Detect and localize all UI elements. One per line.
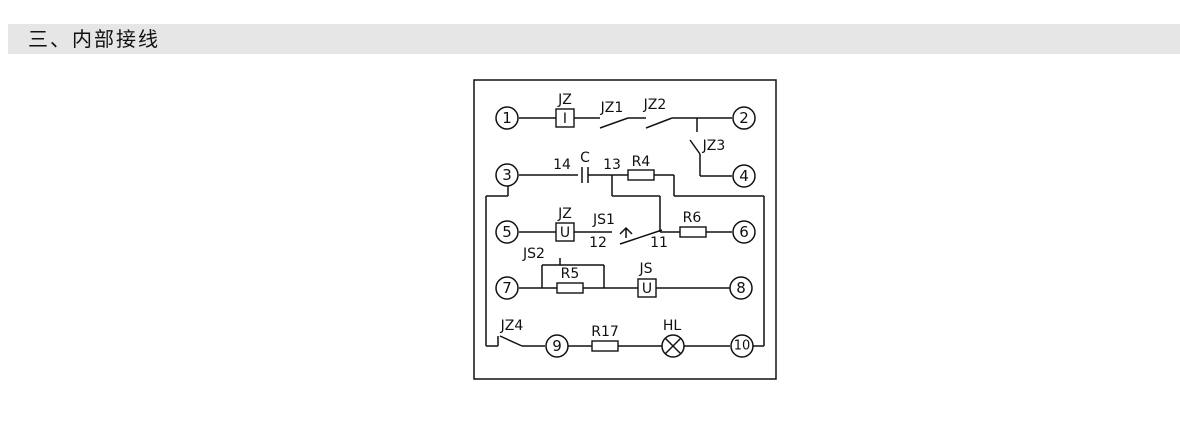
terminal-10: 10 [730, 334, 754, 358]
diagram-frame [473, 79, 777, 380]
terminal-5: 5 [495, 220, 519, 244]
svg-text:2: 2 [739, 109, 749, 127]
r17-label: R17 [591, 324, 619, 340]
jz1-label: JZ1 [600, 100, 624, 116]
jz2-contact [645, 117, 673, 129]
r4-label: R4 [632, 154, 651, 170]
capacitor-c-label: C [580, 150, 590, 166]
section-title: 三、内部接线 [28, 27, 160, 51]
js1-label: JS1 [592, 212, 615, 228]
terminal-9: 9 [545, 334, 569, 358]
row-5-circuit: U JZ JS1 12 11 R6 [519, 206, 732, 251]
js2-label: JS2 [522, 246, 545, 262]
resistor-r4 [627, 169, 655, 181]
resistor-r5 [556, 282, 584, 294]
row-7-circuit: JS2 R5 U JS [519, 246, 732, 298]
svg-text:6: 6 [739, 223, 749, 241]
row-3-circuit: 14 C 13 R4 [485, 150, 765, 346]
jz3-label: JZ3 [702, 138, 726, 154]
jz2-label: JZ2 [643, 97, 667, 113]
jz4-label: JZ4 [500, 318, 524, 334]
svg-text:7: 7 [502, 279, 512, 297]
pin-11-label: 11 [650, 235, 668, 251]
jz-coil-label: JZ [557, 92, 572, 108]
resistor-r6 [679, 226, 707, 238]
r6-label: R6 [683, 210, 702, 226]
r5-label: R5 [561, 266, 580, 282]
jz1-contact [599, 117, 629, 129]
js-label: JS [638, 261, 652, 277]
terminal-4: 4 [732, 164, 756, 188]
terminal-7: 7 [495, 276, 519, 300]
section-header-bar: 三、内部接线 [8, 24, 1180, 54]
pin-13-label: 13 [603, 157, 621, 173]
svg-text:4: 4 [739, 167, 749, 185]
jz4-contact [499, 335, 523, 347]
hl-label: HL [663, 318, 682, 334]
resistor-r17 [591, 340, 619, 352]
row-1-circuit: I JZ JZ1 JZ2 JZ3 [519, 92, 732, 177]
jz3-contact [689, 139, 701, 155]
jz-coil-symbol: I [563, 111, 567, 127]
svg-text:9: 9 [552, 337, 562, 355]
pin-12-label: 12 [589, 235, 607, 251]
js1-delay-mark [619, 226, 633, 238]
terminal-8: 8 [729, 276, 753, 300]
js1-contact [619, 229, 663, 245]
terminal-2: 2 [732, 106, 756, 130]
terminal-3: 3 [495, 163, 519, 187]
svg-text:5: 5 [502, 223, 512, 241]
js-coil-symbol: U [642, 281, 652, 297]
jz-mid-coil-label: JZ [557, 206, 572, 222]
jz-mid-coil-symbol: U [560, 225, 570, 241]
svg-text:3: 3 [502, 166, 512, 184]
svg-text:1: 1 [502, 109, 512, 127]
svg-text:10: 10 [734, 339, 751, 354]
terminal-1: 1 [495, 106, 519, 130]
svg-text:8: 8 [736, 279, 746, 297]
row-9-circuit: JZ4 R17 HL [486, 318, 764, 358]
terminal-6: 6 [732, 220, 756, 244]
pin-14-label: 14 [553, 157, 571, 173]
